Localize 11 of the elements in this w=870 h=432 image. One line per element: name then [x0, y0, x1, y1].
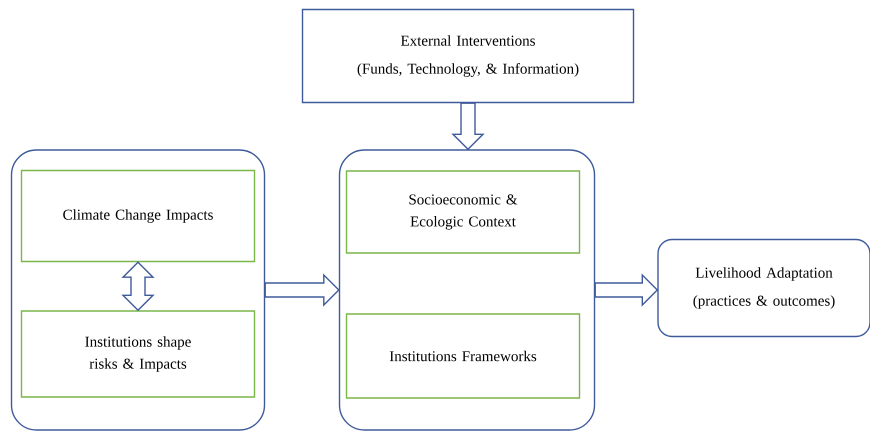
block-arrow — [594, 273, 658, 307]
rounded-text-box: Livelihood Adaptation (practices & outcomes) — [657, 238, 870, 338]
text-box: Climate Change Impacts — [20, 170, 256, 262]
block-arrow — [264, 273, 340, 307]
group-panel — [338, 149, 596, 431]
text-box: Socioeconomic & Ecologic Context — [346, 170, 580, 254]
text-box: Institutions Frameworks — [346, 313, 580, 399]
text-box: External Interventions (Funds, Technology, & Information) — [302, 8, 634, 104]
text-box: Institutions shape risks & Impacts — [20, 310, 256, 398]
group-panel — [10, 149, 266, 431]
block-arrow — [451, 102, 485, 150]
